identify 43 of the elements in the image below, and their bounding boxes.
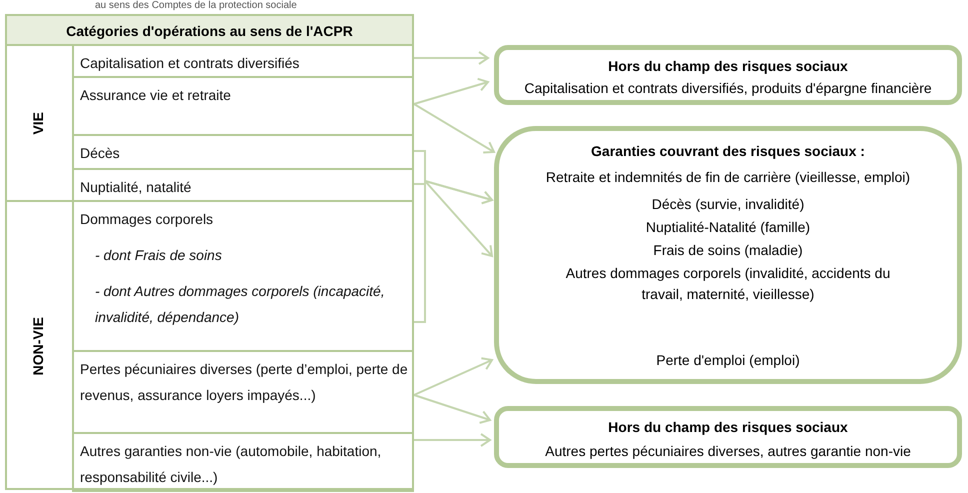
box-text: Capitalisation et contrats diversifiés, produits d'épargne financière xyxy=(524,79,932,98)
table-row xyxy=(72,202,414,352)
arrow xyxy=(414,51,489,65)
box-heading: Hors du champ des risques sociaux xyxy=(608,418,848,438)
arrow xyxy=(414,78,489,105)
arrow xyxy=(414,180,493,204)
box-text: Décès (survie, invalidité) xyxy=(652,195,804,214)
box-heading: Hors du champ des risques sociaux xyxy=(608,56,848,76)
row-text: Capitalisation et contrats diversifiés xyxy=(80,54,300,73)
box-text: Nuptialité-Natalité (famille) xyxy=(646,218,810,237)
table-row xyxy=(72,434,414,492)
row-text: Décès xyxy=(80,144,121,163)
arrow xyxy=(413,103,495,154)
caption-text: au sens des Comptes de la protection sociale xyxy=(95,0,297,12)
category-table xyxy=(5,14,414,490)
category-box xyxy=(494,45,962,105)
row-text: Nuptialité, natalité xyxy=(80,178,192,197)
table-row xyxy=(72,78,414,136)
arrow xyxy=(414,433,491,447)
category-label: NON-VIE xyxy=(29,316,47,376)
row-text: Dommages corporels xyxy=(80,210,214,229)
arrow xyxy=(414,394,491,424)
row-text: Assurance vie et retraite xyxy=(80,86,232,105)
box-text: Retraite et indemnités de fin de carrière (vieillesse, emploi) xyxy=(546,168,910,187)
category-label: VIE xyxy=(29,112,47,134)
table-header: Catégories d'opérations au sens de l'ACPR xyxy=(66,22,353,41)
category-box xyxy=(494,406,962,468)
box-text: Autres pertes pécuniaires diverses, autres garantie non-vie xyxy=(545,442,911,461)
box-heading: Garanties couvrant des risques sociaux : xyxy=(591,142,865,161)
arrow xyxy=(414,357,493,396)
table-row xyxy=(72,136,414,170)
row-text: - dont Frais de soins xyxy=(94,246,223,265)
table-row xyxy=(72,352,414,434)
box-text: Perte d'emploi (emploi) xyxy=(656,351,800,370)
category-band xyxy=(5,200,414,490)
row-text: - dont Autres dommages corporels (incapacité, invalidité, dépendance) xyxy=(94,282,386,327)
row-text: Pertes pécuniaires diverses (perte d’emploi, perte de revenus, assurance loyers impayés...) xyxy=(80,360,408,405)
row-text: Autres garanties non-vie (automobile, habitation, responsabilité civile...) xyxy=(80,442,382,487)
rounded-category-box xyxy=(494,126,962,384)
table-row xyxy=(72,46,414,78)
category-band xyxy=(5,44,414,200)
box-text: Autres dommages corporels (invalidité, accidents du travail, maternité, vieillesse) xyxy=(564,264,892,304)
box-text: Frais de soins (maladie) xyxy=(653,241,803,260)
